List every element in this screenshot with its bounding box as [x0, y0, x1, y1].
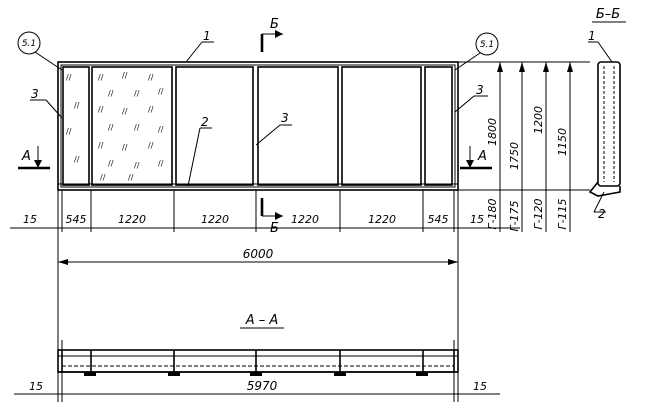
position-label-1: 1	[203, 29, 211, 43]
plan-support	[416, 372, 428, 376]
section-bb-sill	[588, 181, 621, 197]
hatch-mark: //	[98, 73, 104, 82]
section-a-a: А – А 15 5970 15	[14, 313, 500, 402]
leader-section-1	[597, 41, 613, 63]
leader-3-right	[454, 95, 475, 113]
dim-height-label: 1200	[532, 106, 545, 134]
leader-1	[185, 41, 203, 63]
section-aa-title: А – А	[245, 313, 279, 328]
hatch-mark: //	[148, 105, 154, 114]
dim-mark-label: Г-175	[508, 200, 521, 231]
position-label-3-left: 3	[31, 87, 39, 101]
dim-label: 545	[66, 213, 87, 226]
plan-support	[334, 372, 346, 376]
plan-body	[57, 349, 459, 373]
hatch-mark: //	[148, 141, 154, 150]
callout-label-left: 5.1	[22, 39, 36, 49]
section-a-label-left: А	[21, 149, 31, 164]
dim-mark-label: Г-115	[556, 198, 569, 229]
hatch-mark: //	[134, 161, 140, 170]
hatch-mark: //	[108, 123, 114, 132]
pane-4	[257, 66, 339, 186]
position-label-3-right: 3	[476, 83, 484, 97]
glass-hatching: // // // // // // // // // // // // // /…	[66, 71, 164, 182]
hatch-mark: //	[122, 143, 128, 152]
hatch-mark: //	[108, 159, 114, 168]
dim-label: 1220	[368, 213, 396, 226]
pane-1	[62, 66, 90, 186]
hatch-mark: //	[158, 87, 164, 96]
position-label-2: 2	[201, 115, 209, 129]
hatch-mark: //	[158, 125, 164, 134]
plan-support	[168, 372, 180, 376]
dim-mark-label: Г-180	[486, 198, 499, 229]
dim-plan-left-label: 15	[29, 380, 43, 393]
front-elevation: // // // // // // // // // // // // // /…	[17, 17, 499, 236]
hatch-mark: //	[134, 89, 140, 98]
section-label-2: 2	[598, 207, 606, 221]
hatch-mark: //	[100, 173, 106, 182]
hatch-mark: //	[66, 127, 72, 136]
section-b-label-top: Б	[270, 17, 279, 32]
hatch-mark: //	[122, 107, 128, 116]
hatch-mark: //	[98, 141, 104, 150]
pane-3	[175, 66, 254, 186]
pane-2	[91, 66, 173, 186]
dim-plan-overall-label: 5970	[247, 379, 278, 393]
callout-circle-left	[17, 31, 41, 55]
hatch-mark: //	[74, 101, 80, 110]
leader-2	[187, 127, 201, 187]
dim-overall-label: 6000	[243, 247, 274, 261]
leader-3-left	[45, 99, 63, 119]
dim-mark-label: Г-120	[532, 198, 545, 229]
hatch-mark: //	[66, 73, 72, 82]
outer-frame	[57, 61, 459, 191]
position-label-3-mid: 3	[281, 111, 289, 125]
pane-5	[341, 66, 422, 186]
hatch-mark: //	[74, 155, 80, 164]
dim-height-label: 1800	[486, 118, 499, 146]
hatch-mark: //	[128, 173, 134, 182]
dim-plan-right-label: 15	[473, 380, 487, 393]
vertical-dimensions: 1800 Г-180 1750 Г-175 1200 Г-120 1150 Г-…	[458, 61, 590, 232]
section-bb-profile	[597, 61, 621, 187]
dim-label: 15	[23, 213, 37, 226]
dim-label: 15	[470, 213, 484, 226]
horizontal-dimensions: 15 545 1220 1220 1220 1220 545 15 6000	[10, 190, 520, 402]
hatch-mark: //	[148, 73, 154, 82]
dim-label: 1220	[291, 213, 319, 226]
hatch-mark: //	[158, 159, 164, 168]
dim-label: 1220	[118, 213, 146, 226]
section-a-label-right: А	[477, 149, 487, 164]
section-label-1: 1	[588, 29, 596, 43]
dim-label: 545	[428, 213, 449, 226]
leader-3-mid	[255, 124, 281, 146]
hatch-mark: //	[134, 123, 140, 132]
pane-6	[424, 66, 453, 186]
dim-label: 1220	[201, 213, 229, 226]
dim-height-label: 1750	[508, 142, 521, 170]
hatch-mark: //	[98, 105, 104, 114]
plan-support	[250, 372, 262, 376]
plan-support	[84, 372, 96, 376]
callout-label-right: 5.1	[480, 40, 494, 50]
hatch-mark: //	[108, 89, 114, 98]
dim-height-label: 1150	[556, 128, 569, 156]
leader-section-2	[593, 191, 605, 213]
hatch-mark: //	[122, 71, 128, 80]
section-bb-title: Б–Б	[596, 7, 620, 22]
section-b-b: Б–Б 1 2	[588, 7, 626, 221]
inner-frame	[60, 64, 456, 188]
callout-circle-right	[475, 32, 499, 56]
